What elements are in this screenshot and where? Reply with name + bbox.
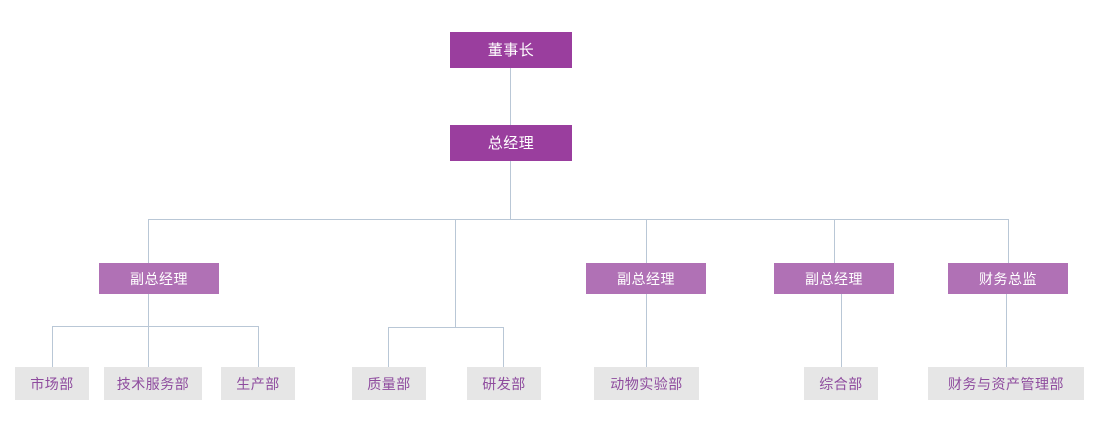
node-dept-quality[interactable]: 质量部 xyxy=(352,367,426,400)
connector-gm-stem xyxy=(510,161,511,219)
connector-cfo-to-finance-asset xyxy=(1006,294,1007,367)
connector-chairman-to-gm xyxy=(510,68,511,125)
node-dept-market[interactable]: 市场部 xyxy=(15,367,89,400)
node-general-manager[interactable]: 总经理 xyxy=(450,125,572,161)
node-chairman[interactable]: 董事长 xyxy=(450,32,572,68)
connector-vp1-drop-production xyxy=(258,326,259,367)
connector-bus-drop-branch xyxy=(455,219,456,327)
connector-bus-drop-vp1 xyxy=(148,219,149,263)
connector-vp3-to-general-affairs xyxy=(841,294,842,367)
connector-vp1-stem xyxy=(148,294,149,326)
node-vp-1[interactable]: 副总经理 xyxy=(99,263,219,294)
connector-branch-drop-rnd xyxy=(503,327,504,367)
node-dept-general-affairs[interactable]: 综合部 xyxy=(804,367,878,400)
node-dept-tech-service[interactable]: 技术服务部 xyxy=(104,367,202,400)
connector-bus-drop-vp2 xyxy=(646,219,647,263)
connector-vp2-to-animal-lab xyxy=(646,294,647,367)
connector-branch-bus xyxy=(388,327,503,328)
node-dept-production[interactable]: 生产部 xyxy=(221,367,295,400)
connector-bus-drop-vp3 xyxy=(834,219,835,263)
node-vp-3[interactable]: 副总经理 xyxy=(774,263,894,294)
node-dept-finance-asset[interactable]: 财务与资产管理部 xyxy=(928,367,1084,400)
connector-vp1-drop-market xyxy=(52,326,53,367)
node-cfo[interactable]: 财务总监 xyxy=(948,263,1068,294)
node-dept-rnd[interactable]: 研发部 xyxy=(467,367,541,400)
connector-branch-drop-quality xyxy=(388,327,389,367)
connector-bus-drop-cfo xyxy=(1008,219,1009,263)
node-vp-2[interactable]: 副总经理 xyxy=(586,263,706,294)
connector-vp1-drop-tech xyxy=(148,326,149,367)
node-dept-animal-lab[interactable]: 动物实验部 xyxy=(594,367,699,400)
connector-vp1-bus xyxy=(52,326,258,327)
connector-level3-bus xyxy=(148,219,1009,220)
